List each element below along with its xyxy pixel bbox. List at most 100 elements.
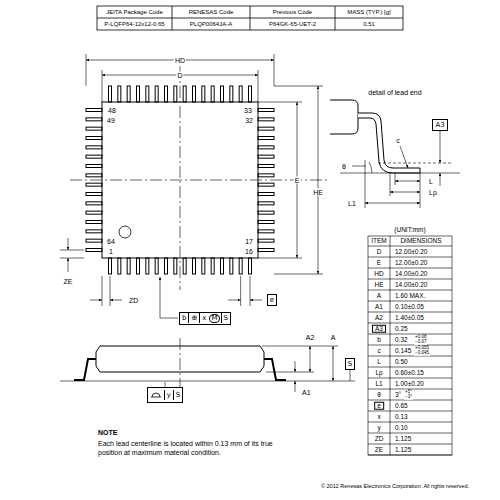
dimension-table (368, 236, 452, 455)
package-code-cell: PLQP0064JA-A (189, 21, 233, 27)
lead (239, 258, 242, 274)
lead (118, 258, 121, 274)
header-table (97, 6, 403, 30)
dimension-table (368, 257, 452, 258)
lead (258, 165, 274, 168)
lead (258, 155, 274, 158)
dimension-label: A2 (305, 334, 316, 341)
package-code-cell: MASS (TYP.) [g] (346, 9, 392, 15)
dimension-table (368, 246, 452, 247)
side-view (165, 346, 350, 392)
lead (183, 86, 186, 102)
dimension-line (60, 250, 84, 251)
dimension-label: 16 (244, 248, 254, 255)
dimension-label: 49 (106, 117, 116, 124)
table-cell: 0.145 (394, 347, 412, 354)
table-cell: 1.125 (394, 446, 412, 453)
table-cell: DIMENSIONS (399, 238, 442, 245)
dimension-line (90, 300, 102, 301)
lead (165, 258, 168, 274)
lead (86, 127, 102, 130)
lead (118, 86, 121, 102)
lead (86, 230, 102, 233)
table-cell: ITEM (370, 238, 388, 245)
frame-text: y (164, 390, 173, 400)
dimension-table (368, 411, 452, 412)
lead-end-detail (390, 192, 420, 193)
lead (230, 258, 233, 274)
dimension-table (368, 378, 452, 379)
table-cell: −3° (404, 395, 413, 400)
dimension-label: θ (341, 163, 347, 170)
dimension-line (68, 258, 69, 272)
package-code-cell: RENESAS Code (188, 9, 235, 15)
profile-symbol (150, 389, 162, 399)
dimension-label: A (330, 334, 337, 341)
lead (155, 258, 158, 274)
table-cell: L1 (374, 380, 383, 387)
dimension-line (274, 86, 323, 87)
lead (258, 174, 274, 177)
side-view (333, 346, 334, 381)
dimension-table (368, 455, 452, 456)
lead (146, 258, 149, 274)
profile-symbol (148, 388, 164, 402)
lead-end-detail (395, 173, 396, 185)
table-cell: E (376, 259, 382, 266)
lead (146, 86, 149, 102)
dimension-line (274, 274, 323, 275)
frame-text: ⊕ (188, 313, 199, 323)
dimension-line (258, 258, 302, 259)
dimension-table (368, 290, 452, 291)
lead (258, 221, 274, 224)
lead (230, 86, 233, 102)
dimension-line (102, 276, 103, 306)
lead-end-detail (352, 131, 440, 208)
dimension-label: 1 (108, 248, 114, 255)
dimension-label: D (176, 72, 183, 79)
table-cell: A2 (374, 314, 384, 321)
lead (86, 174, 102, 177)
side-view (350, 370, 351, 381)
table-cell: 1.60 MAX. (394, 292, 426, 299)
lead-end-detail (365, 203, 420, 204)
profile-symbol (151, 393, 161, 397)
lead (258, 146, 274, 149)
table-cell: 14.00±0.20 (394, 281, 428, 288)
table-cell: b (376, 336, 382, 343)
dimension-line (318, 86, 319, 274)
table-cell: 1.00±0.20 (394, 380, 425, 387)
dimension-table (368, 236, 452, 455)
tolerance-frame: yS (147, 387, 184, 403)
dimension-label: ZE (63, 278, 74, 285)
table-cell: −0.045 (414, 351, 430, 356)
lead (258, 109, 274, 112)
header-table (335, 6, 336, 30)
dimension-line (228, 300, 241, 301)
lead (86, 239, 102, 242)
side-view (60, 381, 355, 382)
lead-end-detail (369, 162, 372, 173)
table-cell: 0.32 (394, 336, 409, 343)
tolerance-frame: b⊕xMS (179, 312, 231, 325)
dimension-label: Lp (428, 189, 438, 196)
lead (258, 193, 274, 196)
lead (155, 86, 158, 102)
table-cell: D (376, 248, 383, 255)
dimension-label: 17 (244, 238, 254, 245)
dimension-line (274, 54, 275, 86)
lead-end-detail (330, 100, 358, 134)
header-table (97, 6, 403, 30)
dimension-label: L (428, 178, 434, 185)
lead (86, 146, 102, 149)
table-cell: HD (373, 270, 384, 277)
lead (258, 202, 274, 205)
lead (193, 86, 196, 102)
lead (127, 86, 130, 102)
top-view (70, 66, 330, 290)
table-cell: +5° (404, 390, 413, 395)
lead (249, 258, 252, 274)
lead-end-detail (358, 113, 420, 173)
dimension-line (160, 277, 178, 318)
